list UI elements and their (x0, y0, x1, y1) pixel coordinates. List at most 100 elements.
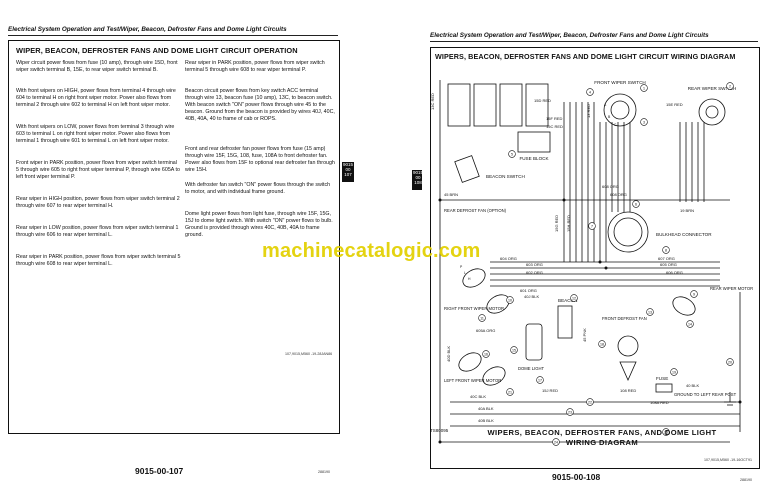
callout-number: 14 (688, 322, 692, 326)
dome-light-label: DOME LIGHT (518, 366, 544, 371)
callout-number: 13 (648, 310, 652, 314)
callout-number: 8 (665, 248, 667, 252)
wire-label: 607 ORG (658, 256, 675, 261)
front-wiper-switch-shape (603, 93, 637, 127)
callout-number: 4 (589, 90, 591, 94)
wire-label: 45 PNK (582, 328, 587, 342)
rear-defrost-fan-label: REAR DEFROST FAN (OPTION) (444, 208, 507, 213)
callout-number: 1 (643, 86, 645, 90)
right-front-wiper-motor-label: RIGHT FRONT WIPER MOTOR (444, 306, 504, 311)
wire-label: 40C BLK (470, 394, 486, 399)
wire-label: 40A BLK (478, 406, 494, 411)
wire-label: 15F RED (546, 116, 563, 121)
terminal-letter: C (614, 123, 617, 127)
wire-label: 604 ORG (500, 256, 517, 261)
left-page-header: Electrical System Operation and Test/Wip… (8, 26, 287, 33)
wire-label: 40D BLK (446, 346, 451, 362)
left-page-ref: 107,9015,M560 -19-28JAN86 (285, 352, 333, 356)
wire-label: 19 BRN (680, 208, 694, 213)
callout-number: 23 (568, 410, 572, 414)
wire-label: 15G RED (554, 215, 559, 232)
left-front-wiper-motor-label: LEFT FRONT WIPER MOTOR (444, 378, 501, 383)
rear-wiper-switch-shape (698, 98, 726, 126)
wire-label: 15E RED (666, 102, 683, 107)
front-defrost-fan-label: FRONT DEFROST FAN (602, 316, 647, 321)
callout-number: 15 (512, 348, 516, 352)
wire-label: 606 ORG (666, 270, 683, 275)
dome-light-shape (525, 323, 543, 361)
caption-line-1: WIPERS, BEACON, DEFROSTER FANS, AND DOME… (487, 428, 717, 437)
callout-number: 6 (635, 202, 637, 206)
callout-number: 22 (588, 400, 592, 404)
left-date-code: 288190 (318, 470, 330, 474)
wire-label: 15C RED (546, 124, 563, 129)
relay-block-2 (473, 83, 497, 127)
relay-block-1 (447, 83, 471, 127)
paragraph: With front wipers on HIGH, power flows f… (16, 88, 176, 109)
paragraph: Rear wiper in LOW position, power flows … (16, 225, 179, 239)
right-front-wiper-motor-shape (462, 268, 486, 288)
fuse-label: FUSE (656, 376, 668, 381)
paragraph: With defroster fan switch "ON" power flo… (185, 182, 331, 196)
left-page-title: WIPER, BEACON, DEFROSTER FANS AND DOME L… (16, 46, 298, 55)
callout-number: 12 (572, 296, 576, 300)
wire-label: 602 ORG (526, 270, 543, 275)
wire-label: 15H RED (566, 215, 571, 232)
callout-number: 16 (484, 352, 488, 356)
paragraph: Rear wiper in PARK position, power flows… (185, 60, 325, 74)
rear-wiper-motor-shape (672, 296, 696, 316)
left-manual-page: Electrical System Operation and Test/Wip… (0, 0, 350, 497)
relay-block-4 (525, 83, 549, 127)
beacon-label: BEACON (558, 298, 577, 303)
callout-number: 24 (554, 440, 558, 444)
callout-number: 5 (511, 152, 513, 156)
rear-wiper-switch-label: REAR WIPER SWITCH (688, 86, 737, 91)
diagram-caption: WIPERS, BEACON, DEFROSTER FANS, AND DOME… (482, 428, 722, 448)
callout-number: 17 (538, 378, 542, 382)
wire-label: 15J RED (542, 388, 558, 393)
left-front-wiper-motor-shape (458, 352, 482, 372)
left-page-number: 9015-00-107 (135, 466, 184, 476)
right-date-code: 288190 (740, 478, 752, 482)
callout-number: 2 (729, 84, 731, 88)
bulkhead-connector-shape (607, 211, 649, 253)
callout-number: 21 (508, 390, 512, 394)
wire-label: 605 ORG (660, 262, 677, 267)
paragraph: With front wipers on LOW, power flows fr… (16, 124, 175, 145)
callout-number: 25 (664, 430, 668, 434)
right-header-rule (430, 41, 758, 42)
wiring-diagram: FRONT WIPER SWITCH REAR WIPER SWITCH FUS… (430, 80, 753, 446)
wire-label: 13C RED (430, 93, 435, 110)
wire-label: 40 BLK (686, 383, 699, 388)
fuse-block-label: FUSE BLOCK (519, 156, 549, 161)
beacon-switch-label: BEACON SWITCH (486, 174, 525, 179)
right-page-header: Electrical System Operation and Test/Wip… (430, 32, 709, 39)
rear-wiper-motor-label: REAR WIPER MOTOR (710, 286, 753, 291)
relay-block-3 (499, 83, 523, 127)
paragraph: Front and rear defroster fan power flows… (185, 146, 335, 174)
right-page-title: WIPERS, BEACON, DEFROSTER FANS AND DOME … (435, 52, 736, 61)
right-page-ref: 107,9015,M560 -19-16OCT91 (704, 458, 752, 462)
paragraph: Beacon circuit power flows from key swit… (185, 88, 335, 123)
terminal-letter: P (460, 265, 463, 269)
paragraph: Dome light power flows from light fuse, … (185, 211, 333, 239)
terminal-letter: A (604, 103, 607, 107)
paragraph: Rear wiper in PARK position, power flows… (16, 254, 181, 268)
paragraph: Wiper circuit power flows from fuse (10 … (16, 60, 178, 74)
paragraph: Front wiper in PARK position, power flow… (16, 160, 180, 181)
fuse-block-shape (517, 131, 551, 153)
callout-number: 9 (693, 292, 695, 296)
callout-number: 7 (591, 224, 593, 228)
wire-label: 40B BLK (478, 418, 494, 423)
left-header-rule (8, 35, 338, 36)
callout-number: 11 (480, 316, 484, 320)
wire-label: 603 ORG (526, 262, 543, 267)
caption-line-2: WIRING DIAGRAM (565, 438, 639, 447)
callout-number: 19 (672, 370, 676, 374)
wire-label: 601 ORG (520, 288, 537, 293)
wire-label: 40J BLK (524, 294, 539, 299)
right-page-number: 9015-00-108 (552, 472, 601, 482)
